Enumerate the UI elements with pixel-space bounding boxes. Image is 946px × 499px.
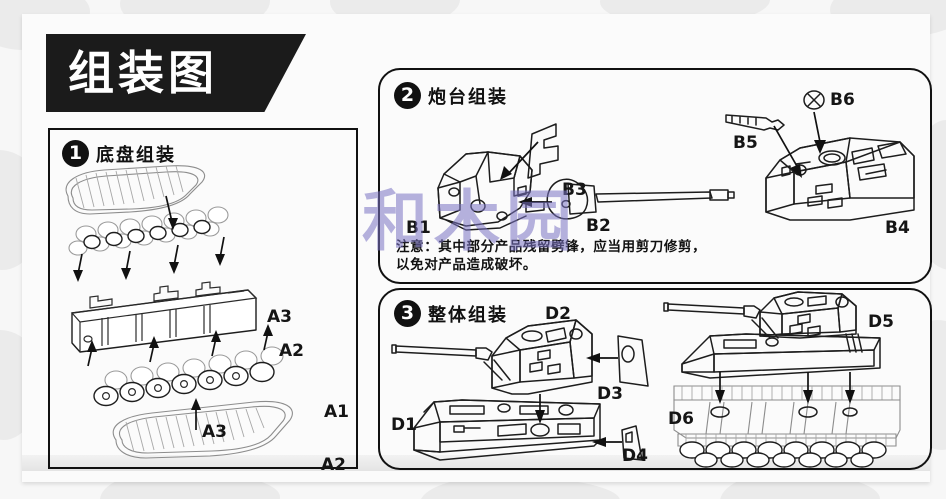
road-wheels-lower	[93, 346, 284, 407]
track-upper	[65, 165, 206, 215]
part-label-a2-upper: A2	[279, 341, 304, 361]
caution-note-line1: 注意：其中部分产品残留劈锋，应当用剪刀修剪，	[396, 238, 707, 255]
part-label-a2-lower: A2	[321, 455, 346, 475]
step-number-badge: 1	[62, 140, 89, 167]
overall-exploded-diagram	[391, 291, 901, 468]
assembly-arrows-turret	[500, 111, 826, 207]
step-number-badge: 3	[394, 300, 421, 327]
part-d3-side-plate	[617, 335, 649, 387]
part-label-d6: D6	[668, 409, 694, 429]
part-label-d1: D1	[391, 415, 417, 435]
part-b1-turret-body	[437, 151, 545, 231]
panel2-title: 炮台组装	[428, 86, 508, 108]
part-b5-mg	[725, 114, 785, 131]
chassis-exploded-diagram	[65, 165, 293, 459]
part-b3-shape	[527, 123, 559, 179]
hull-plate	[70, 281, 258, 353]
caution-note-line2: 以免对产品造成破坏。	[396, 256, 537, 273]
part-label-a3-top: A3	[267, 307, 292, 327]
part-label-b5: B5	[733, 133, 758, 153]
panel3-header: 3 整体组装	[394, 300, 508, 327]
part-label-d4: D4	[622, 446, 648, 466]
panel-overall-assembly: 3 整体组装	[378, 288, 932, 470]
part-d6-lower-chassis	[673, 385, 901, 468]
part-b6-hatch	[803, 90, 825, 110]
assembly-arrows-overall	[535, 353, 855, 447]
caution-note: 注意：其中部分产品残留劈锋，应当用剪刀修剪， 以免对产品造成破坏。	[396, 238, 916, 274]
panel3-title: 整体组装	[428, 304, 508, 326]
panel-chassis-assembly: 1 底盘组装	[48, 128, 358, 475]
panel2-header: 2 炮台组装	[394, 82, 508, 109]
part-label-d3: D3	[597, 384, 623, 404]
part-label-b3: B3	[562, 180, 587, 200]
part-label-a1-hull: A1	[324, 402, 349, 422]
road-wheels-upper	[68, 206, 229, 256]
part-label-b2: B2	[586, 216, 611, 236]
part-label-d2: D2	[545, 304, 571, 324]
title-banner: 组装图	[46, 34, 306, 112]
step-number-badge: 2	[394, 82, 421, 109]
part-label-d5: D5	[868, 312, 894, 332]
part-label-a3-bottom: A3	[202, 422, 227, 442]
part-d2-turret	[391, 319, 593, 395]
assembly-arrows-chassis	[73, 195, 273, 430]
part-label-b1: B1	[406, 218, 431, 238]
turret-exploded-diagram	[437, 90, 915, 231]
part-d5-upper-hull	[663, 291, 881, 379]
panel1-title: 底盘组装	[96, 144, 176, 166]
track-lower	[112, 400, 293, 459]
part-label-b6: B6	[830, 90, 855, 110]
page-title: 组装图	[68, 46, 218, 100]
panel-turret-assembly: 2 炮台组装	[378, 68, 932, 284]
part-d1-hull	[413, 399, 601, 461]
part-label-b4: B4	[885, 218, 910, 238]
part-b2-gun-barrel	[546, 178, 735, 220]
panel1-header: 1 底盘组装	[62, 140, 176, 167]
part-d4-side-skirt	[621, 425, 643, 461]
